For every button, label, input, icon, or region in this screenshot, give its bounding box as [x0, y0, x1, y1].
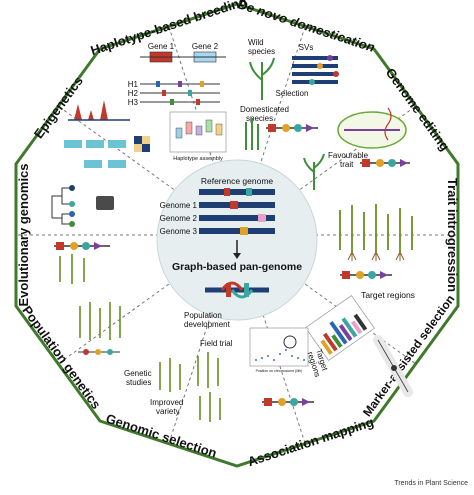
title-evolutionary: Evolutionary genomics	[16, 163, 31, 306]
pan-genome-label: Graph-based pan-genome	[172, 261, 302, 273]
tree-tips	[69, 185, 75, 227]
edited-plant-icon	[303, 153, 325, 190]
assoc-genome-icon	[262, 398, 314, 406]
wild-plant-icon	[249, 57, 275, 100]
evo-plants-icon	[59, 254, 85, 284]
gene-2-label: Gene 2	[192, 42, 219, 51]
credit-label: Trends in Plant Science	[394, 480, 468, 487]
domesticated-genome-icon	[266, 124, 318, 132]
evolutionary-panel	[51, 185, 114, 284]
genome-1-label: Genome 1	[160, 201, 198, 210]
genome-tracks	[199, 201, 275, 235]
evo-genome-icon	[54, 242, 110, 250]
boxplot-marks	[175, 119, 223, 139]
domesticated-plant-icon	[245, 118, 259, 150]
field-plants-icon	[159, 352, 219, 392]
introgression-genome-icon	[340, 271, 392, 279]
h3-label: H3	[128, 98, 139, 107]
title-introgression: Trait introgression	[445, 178, 460, 292]
pop-field-icon	[79, 302, 121, 340]
reference-genome-track	[199, 188, 275, 196]
gwas-points	[255, 349, 305, 361]
gwas-plot	[249, 327, 309, 367]
h2-label: H2	[128, 89, 139, 98]
mas-panel	[305, 295, 413, 397]
peak-marker	[283, 335, 297, 349]
sv-tracks	[292, 55, 339, 85]
field-trial-label: Field trial	[200, 339, 233, 348]
center-arrow-head	[233, 253, 241, 259]
svs-label: SVs	[299, 43, 314, 52]
phylogeny-tree	[51, 187, 70, 225]
pop-genome-icon	[78, 349, 120, 355]
gwas-xaxis-label: Position on chromosome (Mb)	[256, 369, 303, 373]
association-panel: Position on chromosome (Mb) Targetregion…	[249, 327, 330, 406]
target-regions-label: Target regions	[361, 290, 415, 300]
sequencer-icon	[96, 196, 114, 210]
gene-1-label: Gene 1	[148, 42, 175, 51]
root-icons	[347, 251, 405, 261]
heatmap-icon	[134, 136, 150, 152]
selection-label: Selection	[276, 89, 309, 98]
chromatin-blocks	[64, 140, 126, 168]
epigenetics-panel	[64, 100, 150, 168]
haplotype-assembly-caption: Haplotype assembly	[173, 156, 223, 162]
improved-plants-icon	[199, 392, 221, 422]
edited-genome-icon	[360, 159, 410, 167]
methylation-peaks	[74, 100, 108, 120]
reference-genome-label: Reference genome	[201, 176, 274, 186]
h1-label: H1	[128, 80, 139, 89]
genome-2-label: Genome 2	[160, 214, 198, 223]
pan-genome-graph	[205, 281, 269, 299]
haplotype-panel: Gene 1 Gene 2 H1 H2 H3 Haplotype assembl…	[128, 42, 227, 162]
crop-field-icon	[339, 204, 413, 252]
introgression-panel: Target regions	[339, 204, 415, 300]
genome-3-label: Genome 3	[160, 227, 198, 236]
manhattan-bars	[320, 313, 368, 355]
